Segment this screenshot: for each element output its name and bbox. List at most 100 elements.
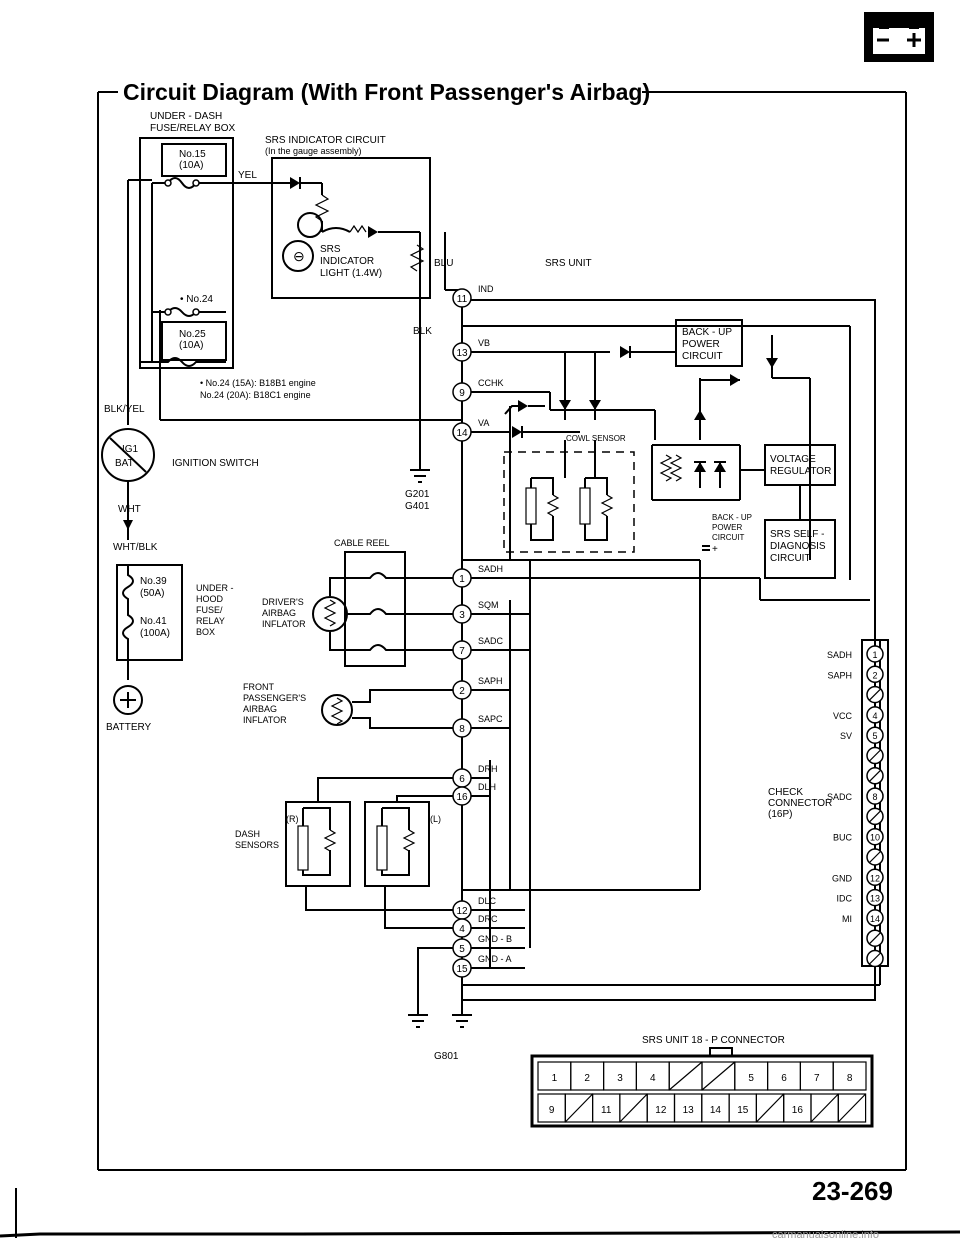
check-connector-pin <box>866 726 884 744</box>
srs-terminal-num: 15 <box>456 964 468 975</box>
connector-cell <box>832 1061 867 1091</box>
check-connector-pin <box>866 909 884 927</box>
check-pin-empty <box>868 749 882 762</box>
fuse-24-note-1: • No.24 (15A): B18B1 engine <box>200 378 316 388</box>
ground-g801-icon <box>408 1014 472 1028</box>
cowl-sensor-label: COWL SENSOR <box>566 434 626 443</box>
srs-terminal-signal: VB <box>478 338 490 348</box>
srs-terminal-num: 7 <box>459 646 465 657</box>
srs-terminal-signal: DLH <box>478 782 496 792</box>
connector-18p-title: SRS UNIT 18 - P CONNECTOR <box>642 1035 785 1046</box>
check-pin-num: 13 <box>870 894 880 904</box>
srs-indicator-circuit-label-2: (In the gauge assembly) <box>265 146 362 156</box>
check-connector-pin <box>866 787 884 805</box>
srs-indicator-circuit-box <box>271 157 431 299</box>
srs-terminal-signal: DLC <box>478 896 497 906</box>
srs-terminal-5 <box>452 938 472 958</box>
connector-cell-num: 9 <box>549 1105 555 1116</box>
connector-cell-empty <box>755 1093 785 1123</box>
under-dash-fuse-box <box>139 137 234 369</box>
drivers-airbag-inflator: DRIVER'S AIRBAG INFLATOR <box>262 577 348 651</box>
ignition-switch-label: IGNITION SWITCH <box>172 458 259 469</box>
battery-icon <box>864 12 934 62</box>
connector-cell <box>837 1093 867 1123</box>
check-pin-label: GND <box>832 873 853 883</box>
connector-cell-empty <box>564 1093 594 1123</box>
bat-label: BAT <box>115 458 134 469</box>
check-pin-num: 2 <box>872 670 877 680</box>
voltage-regulator-label-1: VOLTAGE <box>770 454 816 465</box>
cable-reel-label: CABLE REEL <box>334 538 390 548</box>
footer-watermark: carmanualsonline.info <box>772 1229 879 1241</box>
check-pin-label: IDC <box>837 894 853 904</box>
fuse-41-label: No.41 <box>140 616 167 627</box>
ground-g201-icon <box>410 469 430 483</box>
fuse-24-note-2: No.24 (20A): B18C1 engine <box>200 390 311 400</box>
srs-terminal-15 <box>452 958 472 978</box>
srs-terminal-signal: SADC <box>478 636 504 646</box>
under-hood-label-1: UNDER - <box>196 583 234 593</box>
cable-reel <box>344 551 406 667</box>
srs-unit-outline <box>461 290 876 1001</box>
check-pin-label: MI <box>842 914 852 924</box>
check-pin-label: VCC <box>833 711 853 721</box>
srs-terminal-num: 11 <box>457 294 468 305</box>
srs-terminal-signal: IND <box>478 284 494 294</box>
check-connector-pins: 1SADH2SAPH4VCC5SV8SADC10BUC12GND13IDC14M… <box>827 645 884 968</box>
check-connector-pin <box>866 888 884 907</box>
srs-terminal-num: 12 <box>456 906 468 917</box>
srs-terminal-1 <box>452 568 472 588</box>
front-pass-label-3: AIRBAG <box>243 704 277 714</box>
connector-cell-num: 4 <box>650 1073 656 1084</box>
srs-terminal-num: 3 <box>459 610 465 621</box>
fuse-24-label: • No.24 <box>180 294 213 305</box>
fuse-15-label: No.15 <box>179 149 206 160</box>
front-pass-label-1: FRONT <box>243 682 274 692</box>
check-connector-label-1: CHECK <box>768 787 803 798</box>
front-passenger-airbag-inflator: FRONT PASSENGER'S AIRBAG INFLATOR <box>243 682 462 729</box>
fuse-25: No.25 (10A) <box>152 321 227 367</box>
srs-terminal-signal: GND - A <box>478 954 512 964</box>
check-connector-pin <box>866 827 884 846</box>
self-diagnosis-label-1: SRS SELF - <box>770 529 824 540</box>
fuse-41-rating: (100A) <box>140 628 170 639</box>
srs-terminal-9 <box>452 382 472 402</box>
transistor-icon <box>297 212 323 238</box>
check-connector-pin <box>866 706 884 724</box>
cowl-sensor <box>503 451 635 553</box>
connector-cell-empty <box>619 1093 648 1123</box>
under-dash-box-label-1: UNDER - DASH <box>150 111 222 122</box>
fuse-39: No.39 (50A) <box>122 565 167 605</box>
connector-cell-empty <box>837 1093 867 1123</box>
under-hood-label-2: HOOD <box>196 594 224 604</box>
voltage-regulator-box <box>764 444 836 486</box>
srs-indicator-light: ⊖ SRS INDICATOR LIGHT (1.4W) BLU <box>258 177 453 279</box>
wire-wht-blk: WHT/BLK <box>113 542 158 553</box>
connector-cell-num: 5 <box>748 1073 754 1084</box>
srs-terminal-num: 6 <box>459 774 465 785</box>
front-pass-label-4: INFLATOR <box>243 715 287 725</box>
connector-cell-num: 12 <box>655 1105 667 1116</box>
srs-terminal-11 <box>452 288 472 308</box>
connector-cell-num: 3 <box>617 1073 623 1084</box>
page-number: 23-269 <box>812 1176 893 1206</box>
connector-cell-num: 1 <box>552 1073 558 1084</box>
self-diagnosis-label-3: CIRCUIT <box>770 553 811 564</box>
under-dash-box-label-2: FUSE/RELAY BOX <box>150 123 236 134</box>
cowl-sensor-switches <box>525 440 614 541</box>
srs-terminal-13 <box>452 342 472 362</box>
backup-power-small-2: POWER <box>712 523 742 532</box>
check-pin-empty <box>868 931 882 945</box>
ignition-switch: IG1 BAT <box>101 428 155 482</box>
srs-terminal-num: 14 <box>456 428 468 439</box>
connector-cell-num: 7 <box>814 1073 820 1084</box>
srs-terminal-signal: DRH <box>478 764 498 774</box>
backup-power-circuit-box <box>675 319 743 367</box>
check-pin-empty <box>868 952 882 965</box>
srs-indicator-label-1: SRS <box>320 244 341 255</box>
fuse-41: No.41 (100A) <box>122 605 170 660</box>
srs-terminal-num: 13 <box>456 348 468 359</box>
connector-cell-num: 15 <box>737 1105 749 1116</box>
connector-cell-num: 6 <box>781 1073 787 1084</box>
